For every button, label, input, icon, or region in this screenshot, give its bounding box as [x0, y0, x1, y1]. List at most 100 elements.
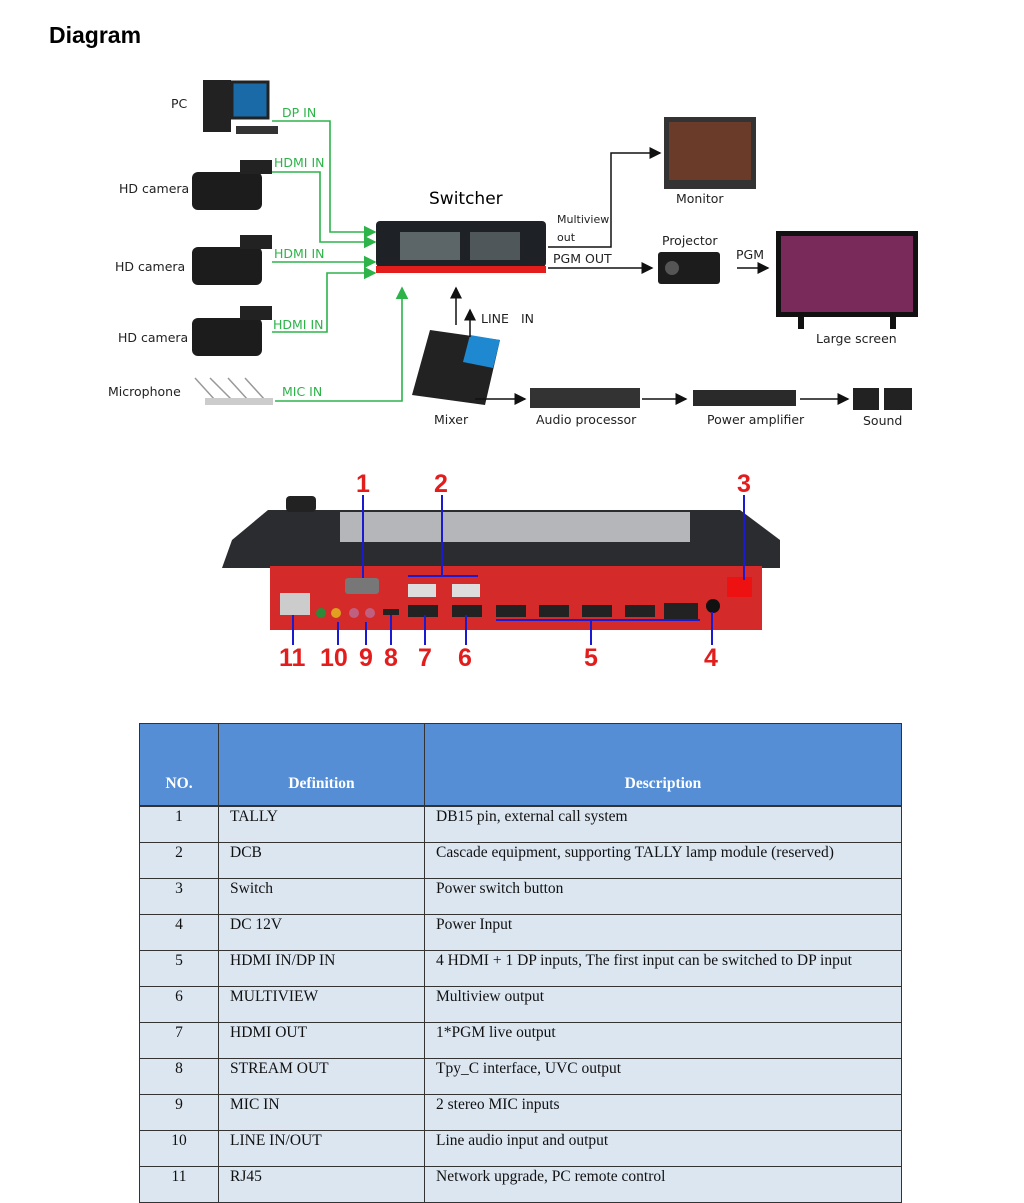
cell-definition: Switch — [218, 878, 425, 915]
cell-no: 2 — [139, 842, 219, 879]
camera-icon — [192, 306, 272, 356]
callout-8: 8 — [384, 644, 398, 672]
label-mic-in: MIC IN — [282, 384, 322, 399]
cell-no: 6 — [139, 986, 219, 1023]
label-out: out — [557, 231, 576, 244]
page-title: Diagram — [49, 22, 142, 48]
callout-leaders — [292, 495, 745, 645]
label-mixer: Mixer — [434, 412, 469, 427]
power-amplifier-icon — [693, 390, 796, 406]
cell-description: 2 stereo MIC inputs — [424, 1094, 902, 1131]
cell-definition: LINE IN/OUT — [218, 1130, 425, 1167]
cell-definition: MULTIVIEW — [218, 986, 425, 1023]
label-pgm: PGM — [736, 247, 764, 262]
output-connections — [450, 147, 850, 405]
cell-no: 11 — [139, 1166, 219, 1203]
cell-no: 1 — [139, 805, 219, 843]
cell-description: Line audio input and output — [424, 1130, 902, 1167]
label-projector: Projector — [662, 233, 718, 248]
cell-no: 9 — [139, 1094, 219, 1131]
label-dp-in: DP IN — [282, 105, 316, 120]
callout-10: 10 — [320, 644, 348, 672]
label-hdmi-in: HDMI IN — [274, 246, 325, 261]
callout-11: 11 — [279, 644, 306, 672]
camera-icon — [192, 160, 272, 210]
cell-no: 4 — [139, 914, 219, 951]
label-multiview: Multiview — [557, 213, 609, 226]
switcher-rear-panel — [222, 496, 780, 630]
header-definition: Definition — [218, 723, 425, 807]
large-screen-icon — [776, 231, 918, 329]
label-line: LINE — [481, 311, 509, 326]
table-header: NO. Definition Description — [139, 723, 902, 807]
header-description: Description — [424, 723, 902, 807]
cell-no: 10 — [139, 1130, 219, 1167]
label-hdmi-in: HDMI IN — [273, 317, 324, 332]
cell-description: Multiview output — [424, 986, 902, 1023]
label-microphone: Microphone — [108, 384, 181, 399]
callout-5: 5 — [584, 644, 598, 672]
cell-definition: HDMI OUT — [218, 1022, 425, 1059]
connection-diagram: PC HD camera HD camera HD camera Microph… — [108, 80, 918, 672]
cell-no: 5 — [139, 950, 219, 987]
monitor-icon — [664, 117, 756, 189]
cell-definition: STREAM OUT — [218, 1058, 425, 1095]
label-switcher: Switcher — [429, 189, 503, 209]
label-large-screen: Large screen — [816, 331, 897, 346]
cell-description: 4 HDMI + 1 DP inputs, The first input ca… — [424, 950, 902, 987]
cell-no: 7 — [139, 1022, 219, 1059]
label-hd-camera: HD camera — [118, 330, 188, 345]
cell-description: Network upgrade, PC remote control — [424, 1166, 902, 1203]
label-sound: Sound — [863, 413, 902, 428]
label-power-amplifier: Power amplifier — [707, 412, 805, 427]
projector-icon — [658, 252, 720, 284]
cell-no: 8 — [139, 1058, 219, 1095]
cell-description: Tpy_C interface, UVC output — [424, 1058, 902, 1095]
cell-definition: MIC IN — [218, 1094, 425, 1131]
callout-1: 1 — [356, 470, 370, 498]
label-hdmi-in: HDMI IN — [274, 155, 325, 170]
label-pgm-out: PGM OUT — [553, 251, 612, 266]
label-hd-camera: HD camera — [115, 259, 185, 274]
callout-3: 3 — [737, 470, 751, 498]
callout-6: 6 — [458, 644, 472, 672]
callout-4: 4 — [704, 644, 718, 672]
label-monitor: Monitor — [676, 191, 724, 206]
cell-definition: DC 12V — [218, 914, 425, 951]
camera-icon — [192, 235, 272, 285]
header-no: NO. — [139, 723, 219, 807]
input-connections — [272, 120, 409, 402]
pc-icon — [203, 80, 278, 134]
cell-description: DB15 pin, external call system — [424, 805, 902, 843]
callout-9: 9 — [359, 644, 373, 672]
label-in: IN — [521, 311, 534, 326]
callout-7: 7 — [418, 644, 432, 672]
audio-processor-icon — [530, 388, 640, 408]
switcher-icon — [376, 221, 546, 273]
speaker-icon — [853, 388, 912, 410]
cell-description: Power switch button — [424, 878, 902, 915]
mixer-icon — [412, 330, 500, 405]
cell-definition: HDMI IN/DP IN — [218, 950, 425, 987]
cell-description: 1*PGM live output — [424, 1022, 902, 1059]
cell-description: Cascade equipment, supporting TALLY lamp… — [424, 842, 902, 879]
cell-definition: RJ45 — [218, 1166, 425, 1203]
cell-definition: DCB — [218, 842, 425, 879]
cell-description: Power Input — [424, 914, 902, 951]
label-hd-camera: HD camera — [119, 181, 189, 196]
microphone-icon — [194, 377, 273, 405]
callout-2: 2 — [434, 470, 448, 498]
cell-definition: TALLY — [218, 805, 425, 843]
